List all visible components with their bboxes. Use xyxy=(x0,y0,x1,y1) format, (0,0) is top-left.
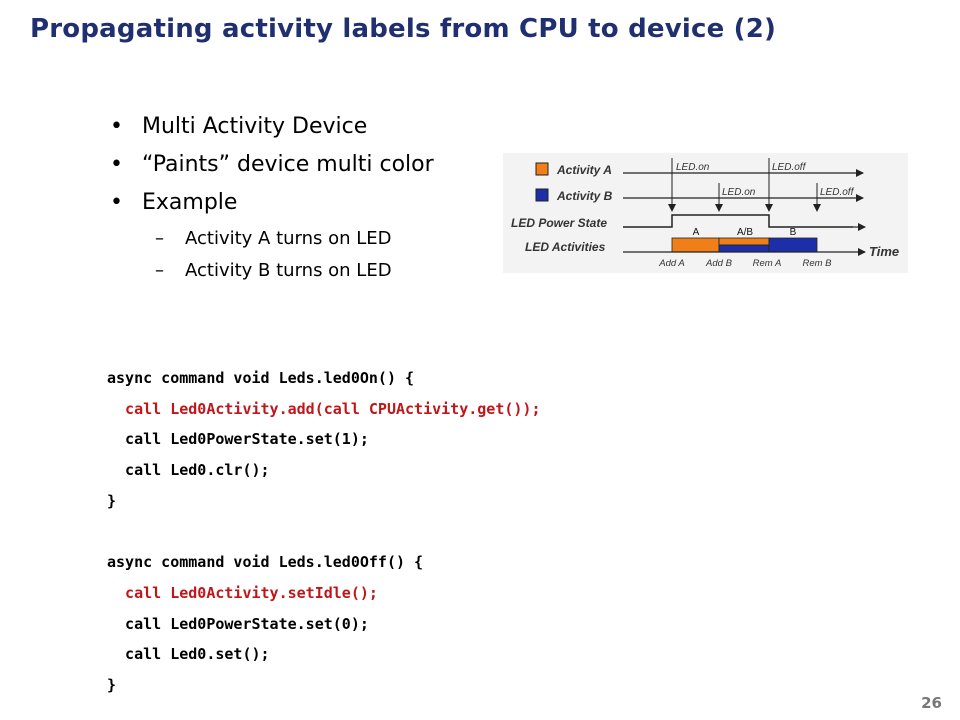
rem-a-label: Rem A xyxy=(753,258,782,269)
bullet-list: • Multi Activity Device • “Paints” device … xyxy=(110,112,434,226)
code-line: async command void Leds.led0Off() { xyxy=(107,553,424,572)
sub-bullet-glyph: – xyxy=(155,260,164,281)
code-block: async command void Leds.led0On() { call … xyxy=(107,366,540,704)
activity-b-bar xyxy=(768,237,818,253)
led-on-a-label: LED.on xyxy=(676,162,710,173)
sub-bullet-glyph: – xyxy=(155,228,164,249)
code-line: call Led0PowerState.set(0); xyxy=(107,614,369,633)
bullet-text: Multi Activity Device xyxy=(142,114,368,139)
code-line-highlighted: call Led0Activity.add(call CPUActivity.g… xyxy=(107,399,541,418)
segment-ab-label: A/B xyxy=(737,227,753,238)
add-b-label: Add B xyxy=(705,258,733,269)
slide-title: Propagating activity labels from CPU to … xyxy=(30,14,777,44)
activity-ab-bar-bottom xyxy=(718,244,770,253)
page-number: 26 xyxy=(921,694,942,712)
code-line-blank xyxy=(107,519,540,550)
code-line: } xyxy=(107,491,117,510)
activity-a-bar xyxy=(671,237,720,253)
bullet-item: • Multi Activity Device xyxy=(110,112,434,150)
power-state-label: LED Power State xyxy=(511,216,607,230)
bullet-glyph: • xyxy=(110,152,123,177)
activity-b-label: Activity B xyxy=(556,189,613,203)
activity-a-swatch xyxy=(535,162,549,176)
power-state-waveform xyxy=(623,214,853,228)
segment-b-label: B xyxy=(790,227,797,238)
time-label: Time xyxy=(869,244,899,259)
bullet-glyph: • xyxy=(110,190,123,215)
add-a-label: Add A xyxy=(658,258,685,269)
code-line: call Led0PowerState.set(1); xyxy=(107,430,369,449)
activity-timing-diagram: Activity A Activity B LED Power State LE… xyxy=(503,153,908,273)
rem-b-label: Rem B xyxy=(802,258,832,269)
code-line: call Led0.set(); xyxy=(107,645,270,664)
sub-bullet-item: –Activity A turns on LED xyxy=(155,226,392,258)
sub-bullet-text: Activity B turns on LED xyxy=(185,260,392,281)
code-line: call Led0.clr(); xyxy=(107,461,270,480)
sub-bullet-text: Activity A turns on LED xyxy=(185,228,392,249)
activities-label: LED Activities xyxy=(525,240,606,254)
code-line: } xyxy=(107,675,117,694)
code-line-highlighted: call Led0Activity.setIdle(); xyxy=(107,583,378,602)
bullet-text: “Paints” device multi color xyxy=(142,152,434,177)
bullet-item: • Example xyxy=(110,188,434,226)
activity-b-swatch xyxy=(535,188,549,202)
bullet-glyph: • xyxy=(110,114,123,139)
code-line: async command void Leds.led0On() { xyxy=(107,369,415,387)
led-off-b-label: LED.off xyxy=(820,187,855,198)
bullet-item: • “Paints” device multi color xyxy=(110,150,434,188)
sub-bullet-item: –Activity B turns on LED xyxy=(155,258,392,290)
led-off-a-label: LED.off xyxy=(772,162,807,173)
sub-bullet-list: –Activity A turns on LED –Activity B tur… xyxy=(155,226,392,290)
segment-a-label: A xyxy=(693,227,700,238)
activity-ab-bar-top xyxy=(718,237,770,246)
led-on-b-label: LED.on xyxy=(722,187,756,198)
bullet-text: Example xyxy=(142,190,238,215)
activity-a-label: Activity A xyxy=(556,163,612,177)
